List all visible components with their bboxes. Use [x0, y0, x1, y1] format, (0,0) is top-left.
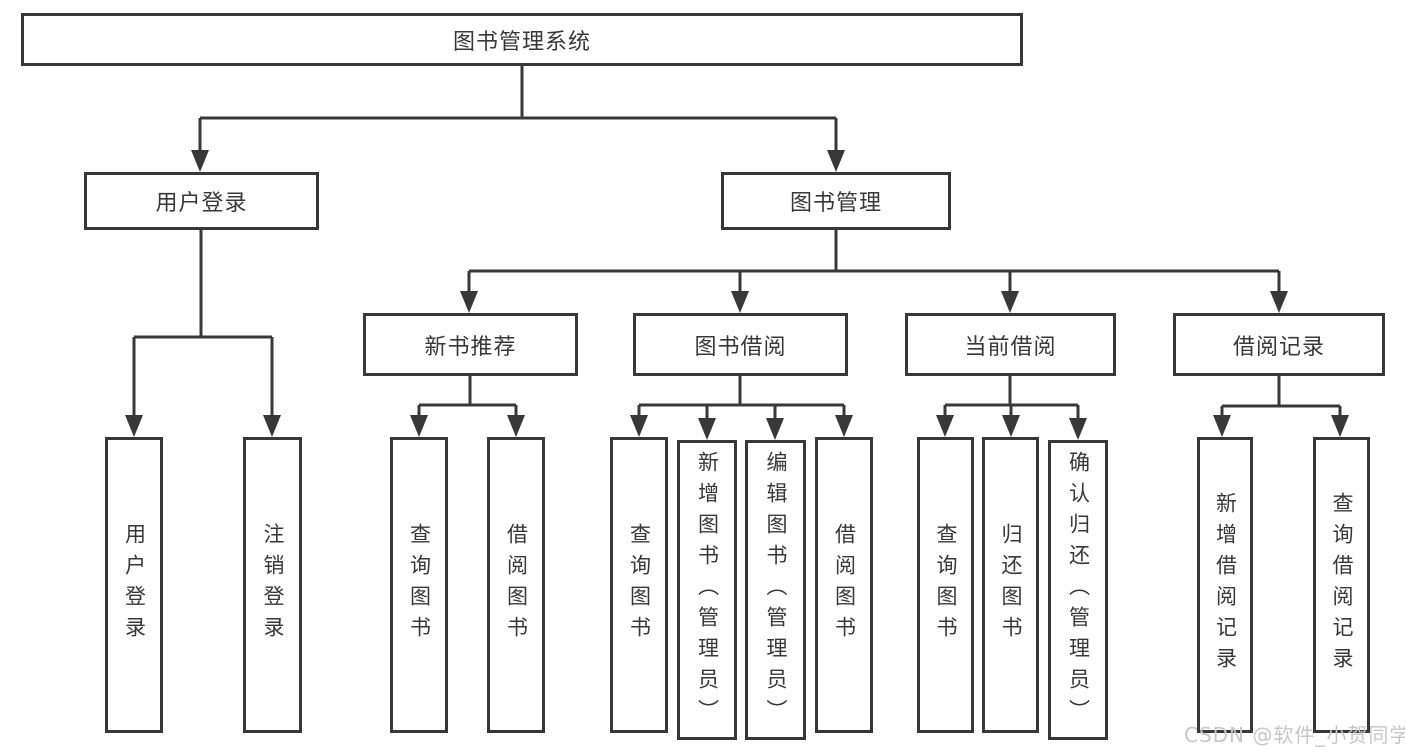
- node-user-login-label: 用户登录: [155, 191, 248, 216]
- leaf-borrow-query-book-label: 查询图书: [627, 523, 652, 647]
- node-root-system: 图书管理系统: [21, 13, 1023, 66]
- leaf-recommend-query-book-label: 查询图书: [407, 523, 432, 647]
- node-new-book-recommend: 新书推荐: [363, 313, 578, 376]
- leaf-borrow-edit-book-admin-label: 编辑图书（管理员）: [764, 450, 788, 730]
- leaf-current-query-book: 查询图书: [917, 437, 974, 733]
- leaf-recommend-query-book: 查询图书: [390, 437, 448, 733]
- leaf-borrow-query-book: 查询图书: [610, 437, 668, 733]
- node-book-borrow: 图书借阅: [633, 313, 848, 376]
- leaf-records-query-record-label: 查询借阅记录: [1330, 492, 1354, 678]
- leaf-user-login-label: 用户登录: [122, 523, 147, 647]
- csdn-watermark: CSDN @软件_小贺同学: [1184, 723, 1405, 747]
- leaf-borrow-edit-book-admin: 编辑图书（管理员）: [745, 440, 806, 740]
- leaf-user-login: 用户登录: [105, 437, 163, 733]
- node-new-book-recommend-label: 新书推荐: [424, 334, 517, 360]
- leaf-recommend-borrow-book: 借阅图书: [487, 437, 545, 733]
- leaf-current-query-book-label: 查询图书: [934, 523, 958, 647]
- leaf-current-return-book-label: 归还图书: [999, 523, 1023, 647]
- node-user-login: 用户登录: [84, 172, 319, 230]
- leaf-current-confirm-return-admin: 确认归还（管理员）: [1048, 440, 1108, 740]
- leaf-borrow-borrow-book: 借阅图书: [815, 437, 873, 733]
- node-current-borrow-label: 当前借阅: [964, 334, 1057, 360]
- node-root-system-label: 图书管理系统: [452, 29, 591, 55]
- leaf-borrow-borrow-book-label: 借阅图书: [832, 523, 857, 647]
- node-book-management: 图书管理: [721, 172, 951, 230]
- node-borrow-records: 借阅记录: [1173, 313, 1385, 376]
- leaf-records-add-record: 新增借阅记录: [1197, 437, 1253, 733]
- node-book-borrow-label: 图书借阅: [694, 334, 787, 360]
- leaf-borrow-add-book-admin: 新增图书（管理员）: [677, 440, 737, 740]
- node-current-borrow: 当前借阅: [905, 313, 1116, 376]
- leaf-records-query-record: 查询借阅记录: [1313, 437, 1370, 733]
- leaf-records-add-record-label: 新增借阅记录: [1213, 492, 1238, 678]
- leaf-borrow-add-book-admin-label: 新增图书（管理员）: [695, 450, 720, 730]
- leaf-logout-label: 注销登录: [261, 523, 285, 647]
- leaf-logout: 注销登录: [243, 437, 302, 733]
- leaf-current-return-book: 归还图书: [982, 437, 1039, 733]
- leaf-recommend-borrow-book-label: 借阅图书: [504, 523, 529, 647]
- leaf-current-confirm-return-admin-label: 确认归还（管理员）: [1066, 450, 1091, 730]
- node-borrow-records-label: 借阅记录: [1232, 334, 1325, 360]
- node-book-management-label: 图书管理: [789, 191, 882, 216]
